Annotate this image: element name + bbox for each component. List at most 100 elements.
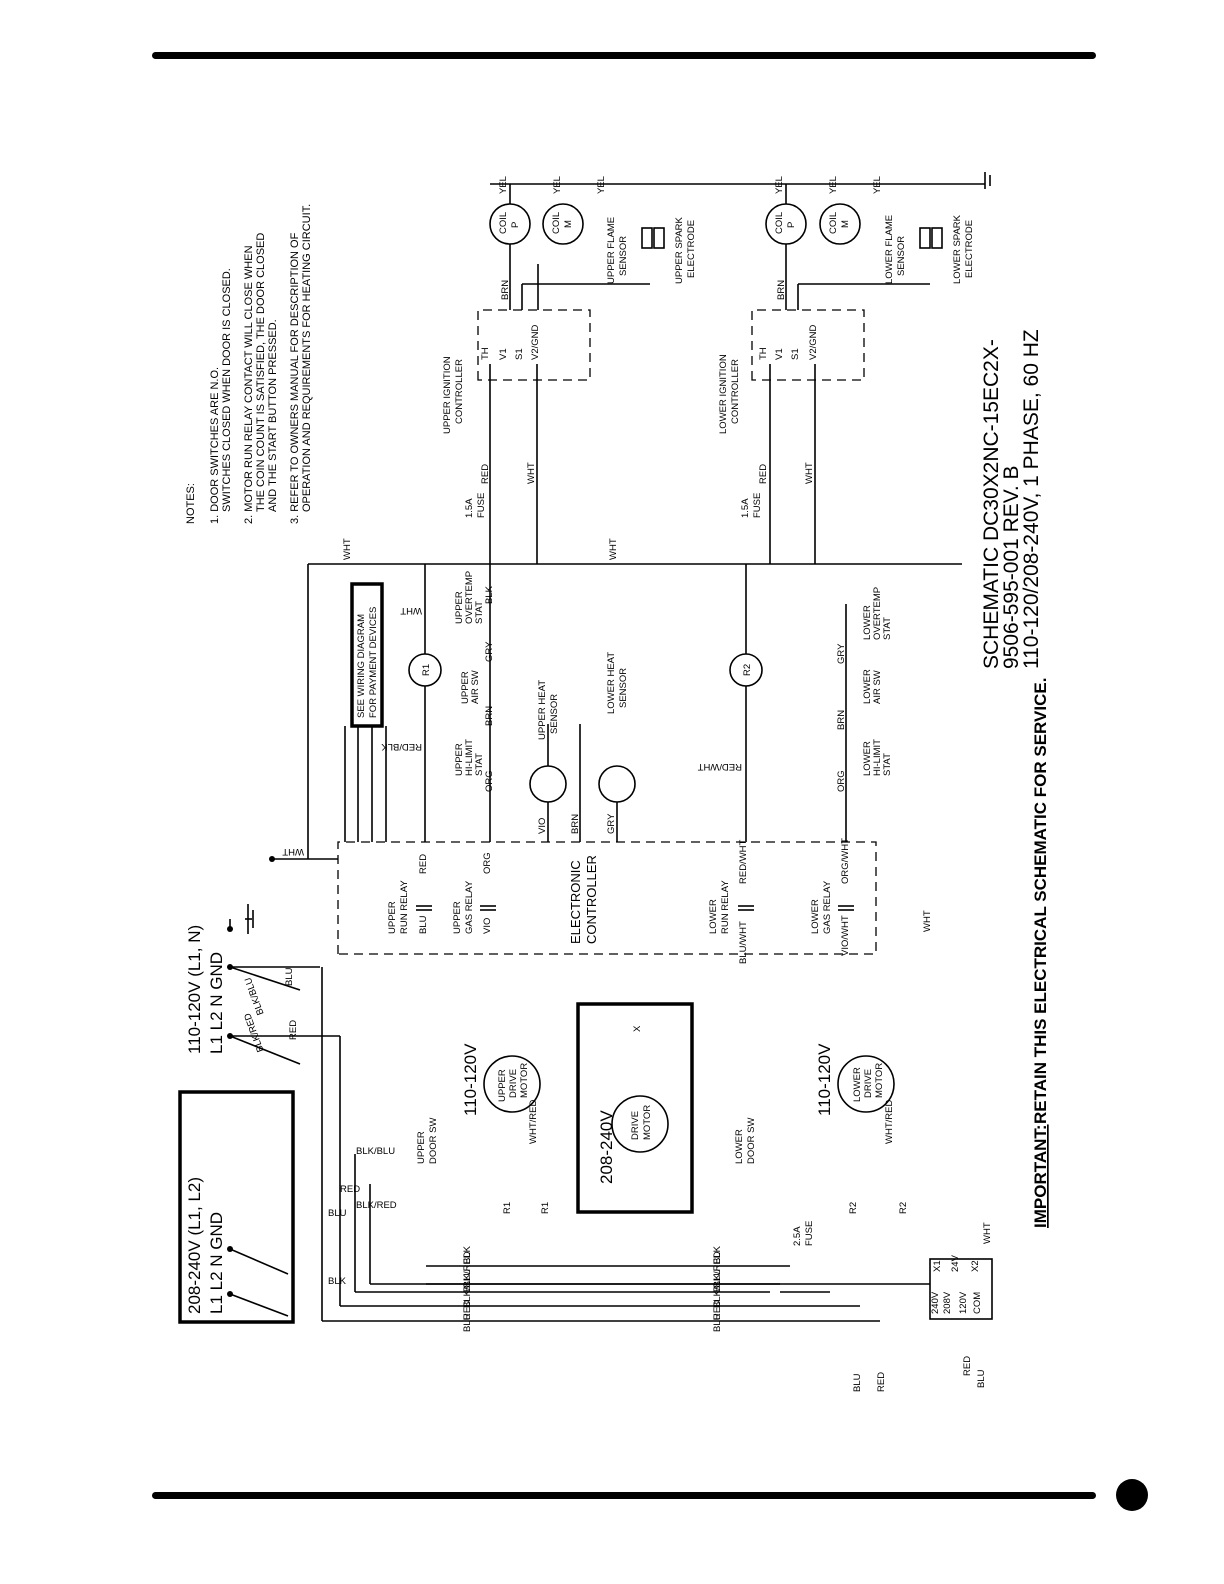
lower-brn: BRN xyxy=(776,280,787,300)
upper-door-sw-1: UPPER xyxy=(416,1131,427,1164)
upper-coil-m-2: M xyxy=(563,220,574,228)
payment-line-1: SEE WIRING DIAGRAM xyxy=(356,614,367,718)
drive-motor-1: DRIVE xyxy=(630,1111,641,1140)
r1-label: R1 xyxy=(421,664,432,676)
upper-heat-sensor-1: UPPER HEAT xyxy=(537,680,548,740)
u-brn: BRN xyxy=(484,706,495,726)
lower-spark-1: LOWER SPARK xyxy=(952,214,963,284)
title-line-2: 9506-595-001 REV. B xyxy=(1000,465,1023,669)
xfmr-x1: X1 xyxy=(932,1260,943,1272)
relay-red: RED xyxy=(418,854,429,874)
lower-r2-cap-2: R2 xyxy=(898,1202,909,1214)
lower-motor-1: LOWER xyxy=(852,1067,863,1102)
lower-run-relay-1: LOWER xyxy=(708,899,719,934)
u-overtemp-3: STAT xyxy=(474,601,485,624)
lower-spark-2: ELECTRODE xyxy=(964,220,975,278)
lower-wht-red: WHT/RED xyxy=(884,1100,895,1144)
upper-wht-red: WHT/RED xyxy=(528,1100,539,1144)
payment-devices-box: SEE WIRING DIAGRAM FOR PAYMENT DEVICES xyxy=(344,582,387,842)
drive-motor-voltage: 208-240V xyxy=(597,1110,616,1184)
rail-blk-blu-label: BLK/BLU xyxy=(462,1269,473,1308)
l-hilimit-3: STAT xyxy=(882,753,893,776)
lower-ign-th: TH xyxy=(758,347,769,360)
upper-coil-p-1: COIL xyxy=(498,212,509,234)
electronic-controller: ELECTRONIC CONTROLLER UPPER RUN RELAY UP… xyxy=(337,838,877,964)
fuse-25-1: 2.5A xyxy=(792,1226,803,1246)
relay-blu: BLU xyxy=(418,915,429,934)
wire-blu-bus: BLU xyxy=(328,1208,347,1219)
l-overtemp-2: OVERTEMP xyxy=(872,587,883,640)
relay-vio: VIO xyxy=(482,918,493,934)
note-1a: 1. DOOR SWITCHES ARE N.O. xyxy=(209,367,221,524)
lower-ign-v2: V2/GND xyxy=(808,324,819,360)
power-120v-terminals: L1 L2 N GND xyxy=(207,952,226,1054)
transformer: X1 24V X2 240V 208V 120V COM WHT RED BLU… xyxy=(792,1221,993,1392)
wire-red-blk: RED/BLK xyxy=(381,741,422,752)
lower-yel-2: YEL xyxy=(828,176,839,194)
important-label: IMPORTANT: xyxy=(1031,1124,1050,1228)
xfmr-120v: 120V xyxy=(958,1291,969,1314)
u-airsw-1: UPPER xyxy=(460,671,471,704)
lower-ign-1: LOWER IGNITION xyxy=(718,354,729,434)
power-120v-label: 110-120V (L1, N) xyxy=(185,925,204,1054)
xfmr-24v: 24V xyxy=(950,1254,961,1272)
drive-motor-240v-box: 208-240V DRIVE MOTOR X xyxy=(576,1002,694,1214)
l-overtemp-3: STAT xyxy=(882,617,893,640)
upper-run-relay-2: RUN RELAY xyxy=(399,880,410,934)
note-2b: THE COIN COUNT IS SATISFIED, THE DOOR CL… xyxy=(255,233,267,512)
upper-yel-1: YEL xyxy=(498,176,509,194)
upper-ign-2: CONTROLLER xyxy=(454,359,465,424)
lower-door-sw-1: LOWER xyxy=(734,1129,745,1164)
lower-coil-m-1: COIL xyxy=(828,212,839,234)
u-gry: GRY xyxy=(484,641,495,662)
u-overtemp-1: UPPER xyxy=(454,591,465,624)
xfmr-wht: WHT xyxy=(982,1222,993,1244)
title-block: SCHEMATIC DC30X2NC-15EC2X- 9506-595-001 … xyxy=(980,329,1043,669)
hs-brn: BRN xyxy=(570,814,581,834)
rail-blk-label-2: BLK xyxy=(712,1245,723,1264)
rail-blk-red-label-2: BLK/RED xyxy=(712,1251,723,1292)
lower-run-relay-2: RUN RELAY xyxy=(720,880,731,934)
rail-blk-blu-label-2: BLK/BLU xyxy=(712,1269,723,1308)
note-1b: SWITCHES CLOSED WHEN DOOR IS CLOSED. xyxy=(221,268,233,512)
bottom-rails: BLK BLK/RED BLK/BLU RED BLU BLK BLK/RED … xyxy=(426,1245,830,1332)
controller-label-1: ELECTRONIC xyxy=(568,860,583,944)
top-rule xyxy=(152,52,1096,59)
upper-ign-v1: V1 xyxy=(498,348,509,360)
lower-heat-sensor-2: SENSOR xyxy=(618,668,629,708)
page-marker xyxy=(1116,1479,1148,1511)
l-hilimit-1: LOWER xyxy=(862,741,873,776)
relay-org: ORG xyxy=(482,852,493,874)
title-line-1: SCHEMATIC DC30X2NC-15EC2X- xyxy=(980,339,1003,669)
wire-blk-blu-bus: BLK/BLU xyxy=(356,1146,395,1157)
u-airsw-2: AIR SW xyxy=(470,670,481,704)
lower-ignition: LOWER IGNITION CONTROLLER 1.5A FUSE RED … xyxy=(718,176,975,564)
upper-run-relay-1: UPPER xyxy=(387,901,398,934)
rail-red-label-2: RED xyxy=(712,1300,723,1320)
relay-vio-wht: VIO/WHT xyxy=(840,915,851,956)
notes: NOTES: 1. DOOR SWITCHES ARE N.O. SWITCHE… xyxy=(185,204,313,524)
wire-blk-red-bus: BLK/RED xyxy=(356,1200,397,1211)
relay-org-wht: ORG/WHT xyxy=(840,838,851,884)
relay-blu-wht: BLU/WHT xyxy=(738,921,749,964)
wire-blk-bus: BLK xyxy=(328,1276,347,1287)
note-2a: 2. MOTOR RUN RELAY CONTACT WILL CLOSE WH… xyxy=(243,245,255,524)
upper-ign-s1: S1 xyxy=(514,348,525,360)
lower-ign-v1: V1 xyxy=(774,348,785,360)
drive-motor-2: MOTOR xyxy=(642,1105,653,1140)
upper-r1-cap-2: R1 xyxy=(540,1202,551,1214)
upper-motor-2: DRIVE xyxy=(508,1069,519,1098)
u-org: ORG xyxy=(484,770,495,792)
heating-circuits: WHT WHT WHT R1 RED/BLK WHT ORG BRN GRY B… xyxy=(269,538,962,932)
wht-top-label: WHT xyxy=(342,538,353,560)
wire-blk-red-1: BLK/RED xyxy=(242,1011,266,1053)
lower-ign-2: CONTROLLER xyxy=(730,359,741,424)
bottom-red: RED xyxy=(876,1372,887,1392)
lower-yel-1: YEL xyxy=(774,176,785,194)
wire-blu-1: BLU xyxy=(284,967,295,986)
rail-blu-label-2: BLU xyxy=(712,1313,723,1332)
lower-flame-2: SENSOR xyxy=(896,236,907,276)
hs-vio: VIO xyxy=(537,818,548,834)
payment-line-2: FOR PAYMENT DEVICES xyxy=(368,607,379,718)
upper-motor-voltage: 110-120V xyxy=(461,1043,480,1116)
